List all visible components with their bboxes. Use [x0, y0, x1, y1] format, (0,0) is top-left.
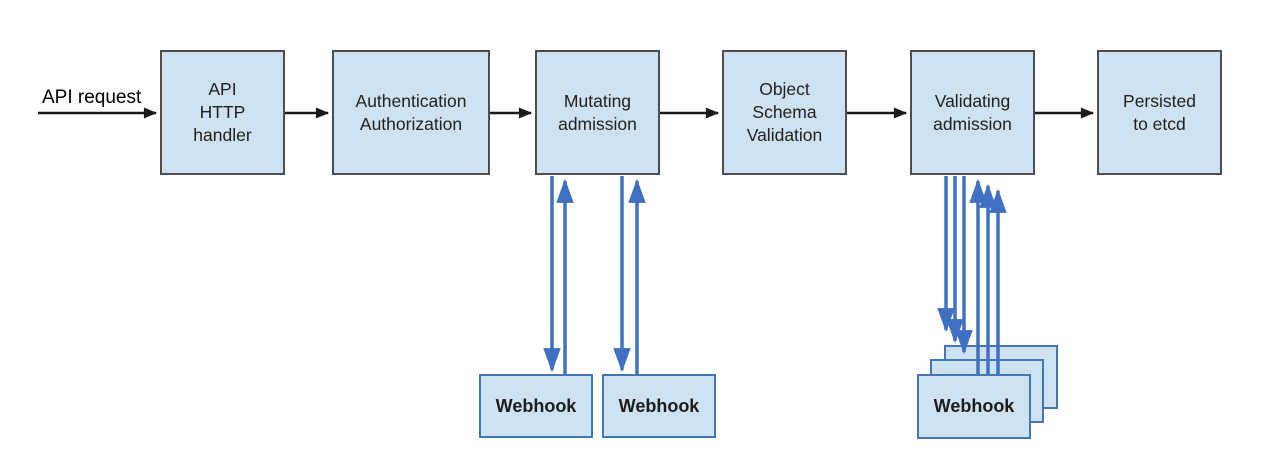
node-api-http-handler: API HTTP handler — [160, 50, 285, 175]
mutating-webhook-2: Webhook — [602, 374, 716, 438]
api-request-label: API request — [42, 87, 142, 108]
node-persisted-to-etcd: Persisted to etcd — [1097, 50, 1222, 175]
node-validating-admission: Validating admission — [910, 50, 1035, 175]
node-authentication-authorization: Authentication Authorization — [332, 50, 490, 175]
node-object-schema-validation: Object Schema Validation — [722, 50, 847, 175]
node-mutating-admission: Mutating admission — [535, 50, 660, 175]
mutating-webhook-1: Webhook — [479, 374, 593, 438]
validating-webhook-stack-front: Webhook — [917, 374, 1031, 439]
